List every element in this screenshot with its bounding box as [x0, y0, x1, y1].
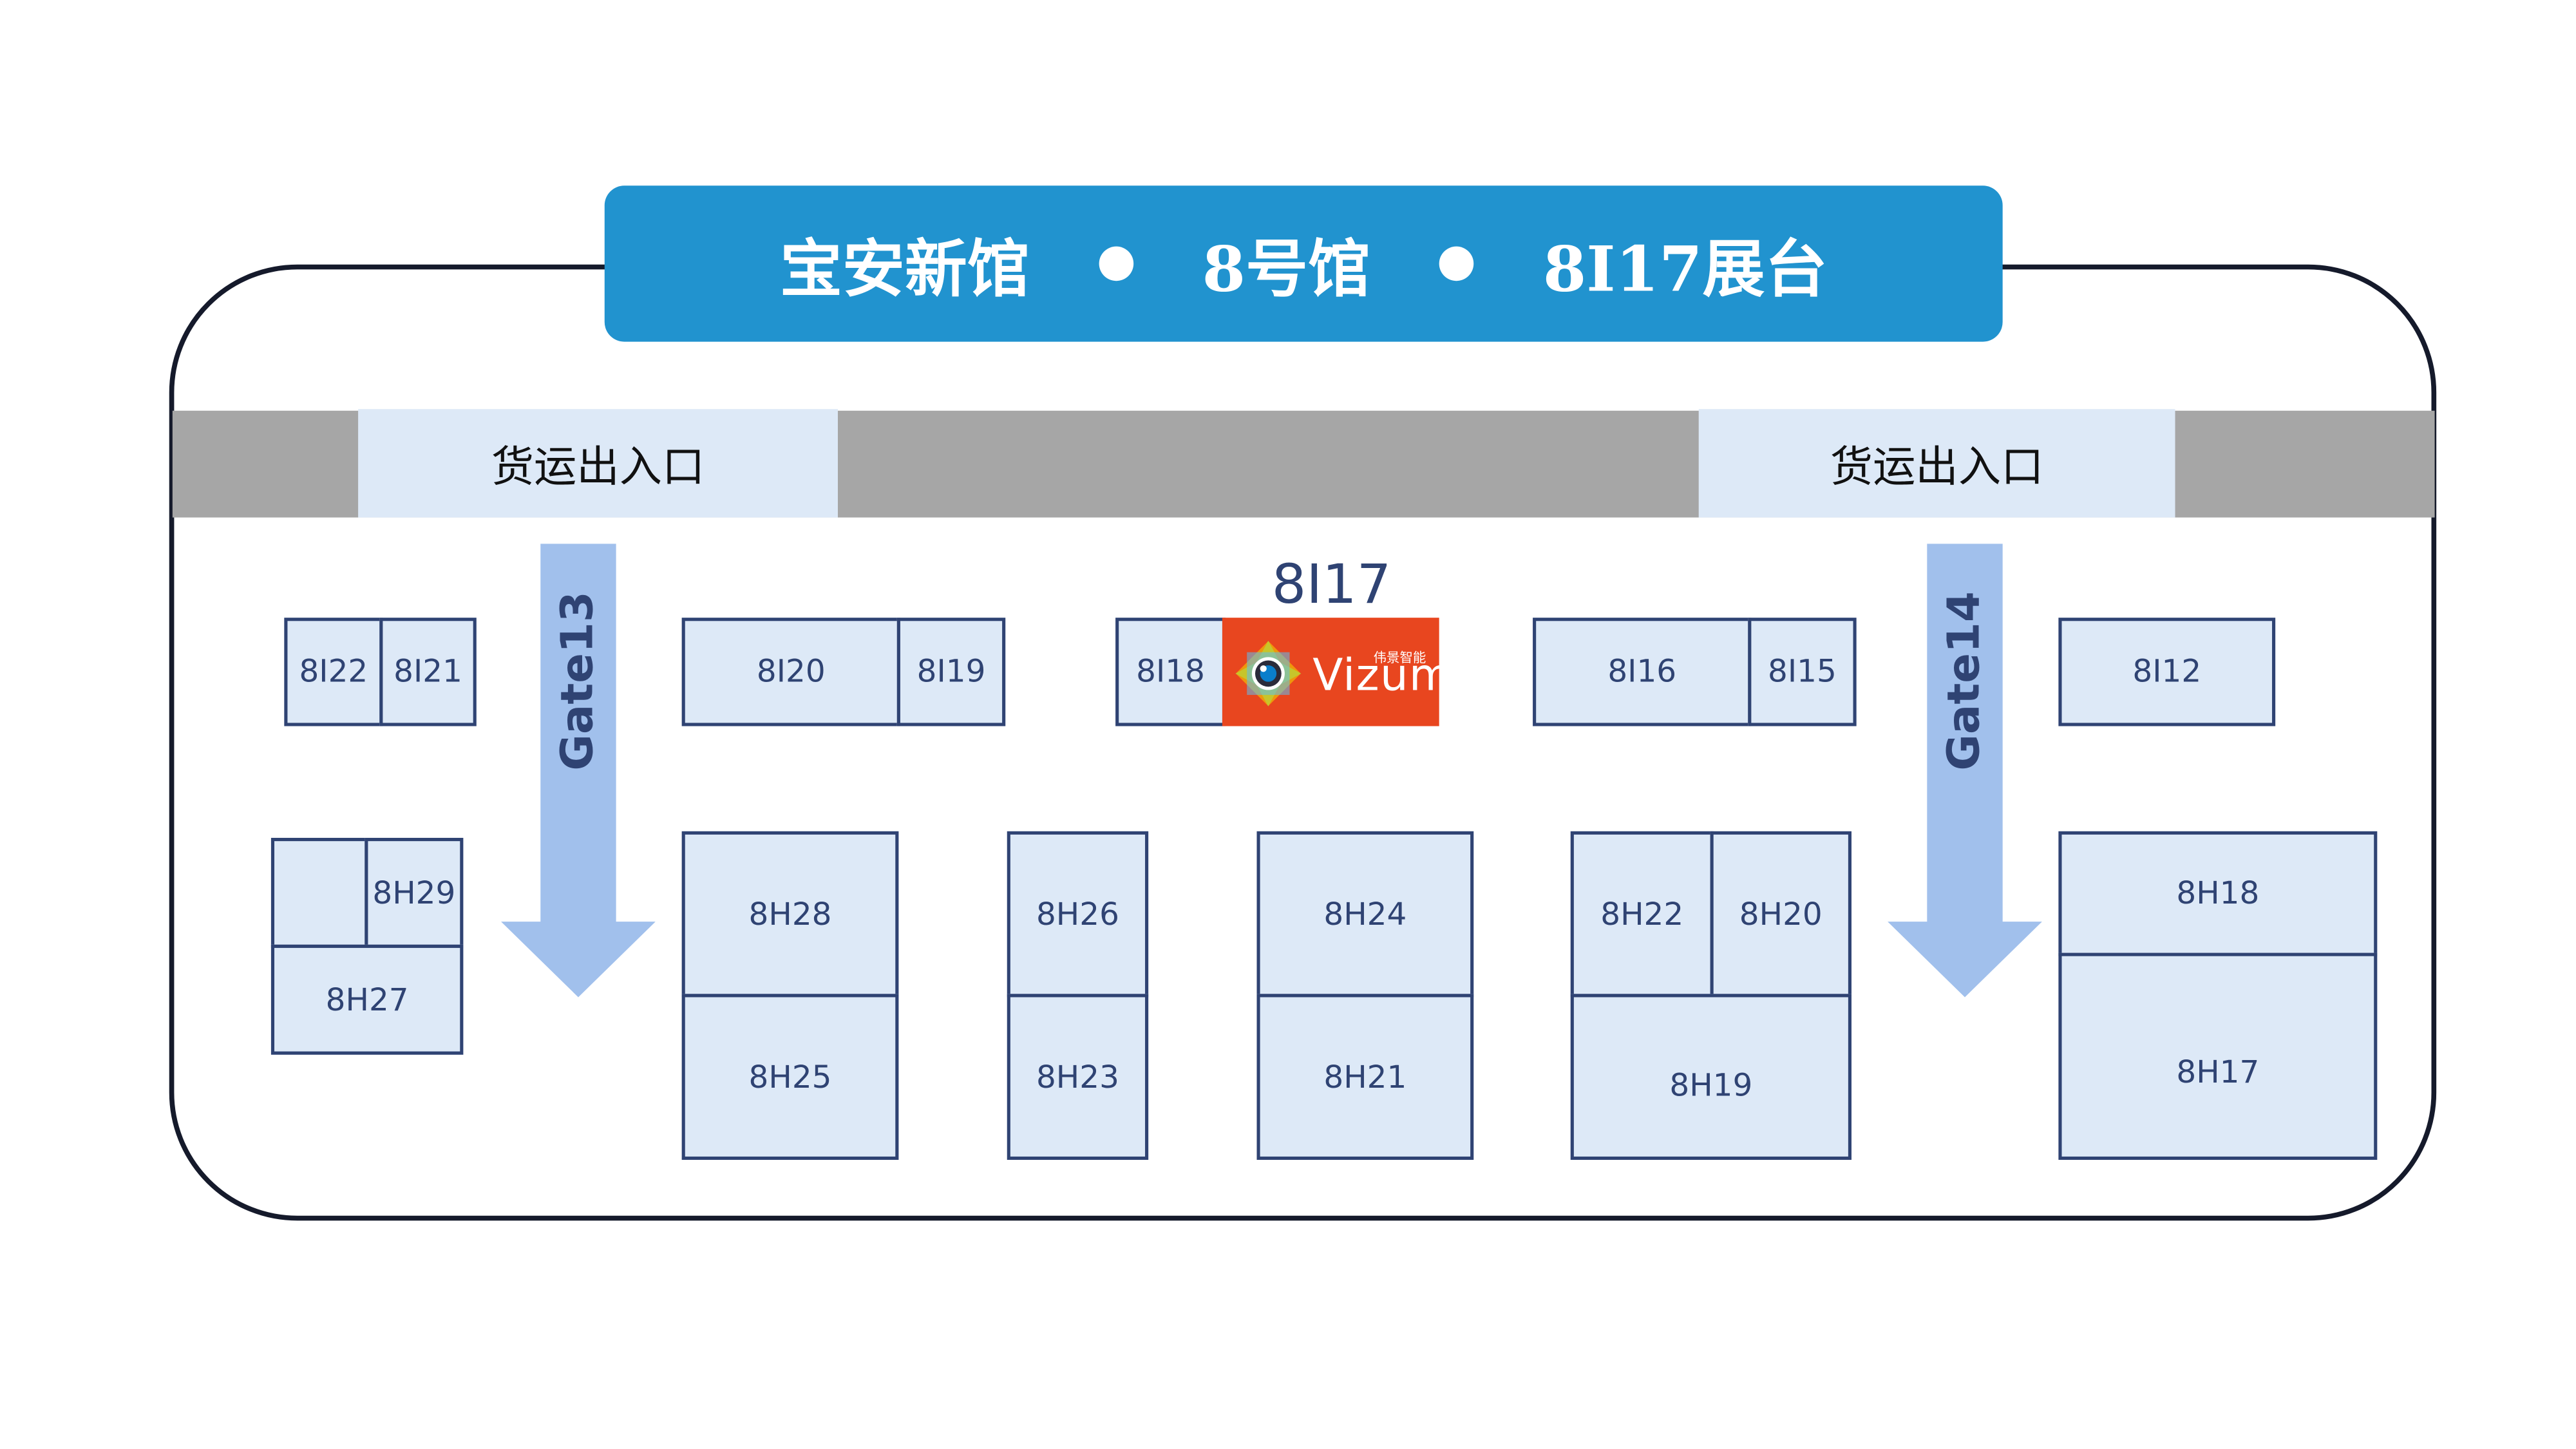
cargo-entrance-left: 货运出入口: [358, 409, 838, 518]
arrow-down-icon: [1888, 922, 2042, 998]
booth[interactable]: 8H17: [2058, 952, 2378, 1160]
hall-name: 8号馆: [1202, 231, 1370, 306]
camera-eye-flower-logo-icon: [1235, 640, 1302, 706]
booth[interactable]: 8H25: [681, 994, 899, 1160]
booth[interactable]: 8I16: [1533, 618, 1752, 726]
booth[interactable]: 8H27: [270, 944, 464, 1055]
booth[interactable]: [270, 838, 368, 948]
arrow-shaft: [540, 544, 616, 925]
arrow-shaft: [1927, 544, 2003, 925]
booth[interactable]: 8H19: [1570, 994, 1852, 1160]
booth[interactable]: 8H18: [2058, 831, 2378, 956]
cargo-entrance-label: 货运出入口: [1830, 442, 2044, 493]
booth[interactable]: 8H28: [681, 831, 899, 998]
booth[interactable]: 8I22: [284, 618, 383, 726]
booth[interactable]: 8H24: [1256, 831, 1474, 998]
booth[interactable]: 8I12: [2058, 618, 2276, 726]
booth-name: 8I17展台: [1542, 231, 1828, 306]
booth[interactable]: 8I19: [896, 618, 1006, 726]
booth[interactable]: 8I15: [1748, 618, 1857, 726]
booth[interactable]: 8H21: [1256, 994, 1474, 1160]
booth[interactable]: 8I21: [379, 618, 477, 726]
cargo-entrance-label: 货运出入口: [491, 442, 705, 493]
venue-name: 宝安新馆: [779, 231, 1030, 306]
exhibitor-brand: Vizum: [1312, 650, 1454, 702]
booth[interactable]: 8H29: [365, 838, 464, 948]
gate-label: Gate13: [553, 591, 604, 771]
cargo-entrance-right: 货运出入口: [1698, 409, 2175, 518]
bullet-dot-icon: [1439, 246, 1474, 281]
title-banner: 宝安新馆 8号馆 8I17展台: [604, 185, 2003, 342]
bullet-dot-icon: [1098, 246, 1133, 281]
booth[interactable]: 8H20: [1710, 831, 1852, 998]
booth[interactable]: 8H23: [1007, 994, 1149, 1160]
booth[interactable]: 8I20: [681, 618, 900, 726]
arrow-down-icon: [501, 922, 656, 998]
highlight-booth-label: 8I17: [1271, 552, 1392, 616]
exhibitor-booth-vizum[interactable]: 伟景智能 Vizum: [1222, 618, 1452, 726]
booth[interactable]: 8I18: [1115, 618, 1226, 726]
booth[interactable]: 8H26: [1007, 831, 1149, 998]
gate-label: Gate14: [1939, 591, 1991, 771]
exhibitor-brand-cn: 伟景智能: [1373, 650, 1426, 666]
booth[interactable]: 8H22: [1570, 831, 1714, 998]
